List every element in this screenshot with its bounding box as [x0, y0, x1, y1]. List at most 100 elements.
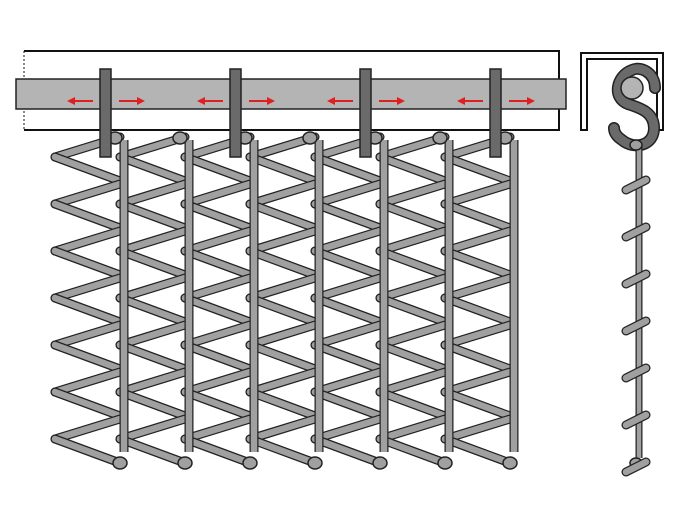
up-diagonal-wire [181, 415, 254, 443]
down-diagonal-wire [376, 247, 449, 279]
down-diagonal-wire [441, 200, 514, 232]
down-diagonal-wire [441, 341, 514, 373]
down-diagonal-wire [376, 435, 449, 467]
column-bottom-end [112, 456, 128, 470]
up-diagonal-wire [51, 274, 124, 302]
down-diagonal-wire [441, 153, 514, 185]
arrow-right-icon [267, 97, 275, 105]
down-diagonal-wire [311, 388, 384, 420]
up-diagonal-wire [116, 368, 189, 396]
side-chain [621, 139, 651, 477]
up-diagonal-wire [311, 321, 384, 349]
chain-top-end [629, 139, 643, 151]
up-diagonal-wire [311, 180, 384, 208]
up-diagonal-wire [441, 274, 514, 302]
arrow-left-icon [197, 97, 205, 105]
down-diagonal-wire [246, 435, 319, 467]
column-top-end [432, 131, 448, 145]
down-diagonal-wire [246, 153, 319, 185]
up-diagonal-wire [441, 368, 514, 396]
up-diagonal-wire [246, 321, 319, 349]
down-diagonal-wire [441, 435, 514, 467]
down-diagonal-wire [116, 247, 189, 279]
up-diagonal-wire [181, 368, 254, 396]
up-diagonal-wire [51, 180, 124, 208]
arrow-right-icon [527, 97, 535, 105]
down-diagonal-wire [246, 247, 319, 279]
up-diagonal-wire [311, 368, 384, 396]
up-diagonal-wire [246, 368, 319, 396]
down-diagonal-wire [376, 200, 449, 232]
chain-crossbar [622, 176, 650, 194]
carriers [67, 68, 535, 158]
rail [15, 78, 567, 110]
down-diagonal-wire [51, 153, 124, 185]
down-diagonal-wire [311, 435, 384, 467]
down-diagonal-wire [246, 294, 319, 326]
up-diagonal-wire [376, 180, 449, 208]
column-bottom-end [372, 456, 388, 470]
down-diagonal-wire [116, 294, 189, 326]
ceiling-track-front-view [15, 50, 567, 131]
down-diagonal-wire [181, 388, 254, 420]
up-diagonal-wire [116, 321, 189, 349]
up-diagonal-wire [376, 368, 449, 396]
up-diagonal-wire [311, 227, 384, 255]
down-diagonal-wire [441, 247, 514, 279]
carrier-bar [229, 68, 242, 158]
column-top-end [172, 131, 188, 145]
up-diagonal-wire [246, 415, 319, 443]
up-diagonal-wire [51, 368, 124, 396]
down-diagonal-wire [116, 200, 189, 232]
carrier-bar [99, 68, 112, 158]
column-bottom-end [242, 456, 258, 470]
chain-crossbar [622, 458, 650, 476]
column-bottom-end [177, 456, 193, 470]
column-bottom-end [437, 456, 453, 470]
up-diagonal-wire [116, 180, 189, 208]
up-diagonal-wire [181, 321, 254, 349]
up-diagonal-wire [181, 180, 254, 208]
down-diagonal-wire [246, 388, 319, 420]
down-diagonal-wire [51, 294, 124, 326]
carrier-bar [489, 68, 502, 158]
up-diagonal-wire [441, 180, 514, 208]
up-diagonal-wire [181, 274, 254, 302]
down-diagonal-wire [116, 341, 189, 373]
up-diagonal-wire [246, 180, 319, 208]
up-diagonal-wire [116, 227, 189, 255]
arrow-right-icon [397, 97, 405, 105]
up-diagonal-wire [376, 274, 449, 302]
up-diagonal-wire [311, 274, 384, 302]
up-diagonal-wire [181, 227, 254, 255]
chain-crossbar [622, 270, 650, 288]
chain-crossbar [622, 411, 650, 429]
chain-crossbar [622, 223, 650, 241]
column-bottom-end [307, 456, 323, 470]
up-diagonal-wire [441, 321, 514, 349]
down-diagonal-wire [376, 294, 449, 326]
down-diagonal-wire [116, 153, 189, 185]
up-diagonal-wire [51, 415, 124, 443]
down-diagonal-wire [51, 388, 124, 420]
down-diagonal-wire [311, 153, 384, 185]
down-diagonal-wire [311, 294, 384, 326]
roller [620, 76, 644, 100]
down-diagonal-wire [246, 200, 319, 232]
down-diagonal-wire [181, 153, 254, 185]
down-diagonal-wire [181, 435, 254, 467]
down-diagonal-wire [311, 341, 384, 373]
down-diagonal-wire [181, 200, 254, 232]
down-diagonal-wire [51, 341, 124, 373]
up-diagonal-wire [441, 227, 514, 255]
down-diagonal-wire [51, 247, 124, 279]
down-diagonal-wire [116, 435, 189, 467]
up-diagonal-wire [116, 274, 189, 302]
down-diagonal-wire [376, 388, 449, 420]
arrow-left-icon [67, 97, 75, 105]
up-diagonal-wire [116, 415, 189, 443]
arrow-right-icon [137, 97, 145, 105]
carrier-bar [359, 68, 372, 158]
down-diagonal-wire [51, 435, 124, 467]
up-diagonal-wire [51, 321, 124, 349]
